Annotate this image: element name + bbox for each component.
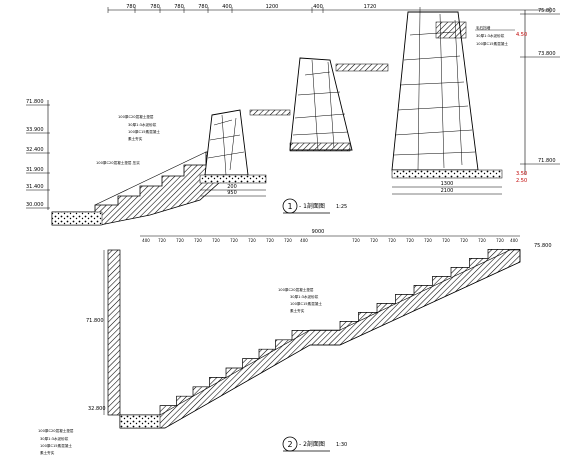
title-text: - 2剖面图 [299, 440, 325, 448]
section1-top-dimension: 780 780 780 780 400 1200 400 1720 [107, 4, 551, 13]
section-1: 780 780 780 780 400 1200 400 1720 71.800… [26, 4, 560, 226]
dim-label: 400 [300, 238, 308, 243]
elevation-label: 32.400 [26, 147, 44, 153]
elevation-label: 32.800 [88, 406, 106, 412]
dim-label: 780 [198, 4, 208, 10]
dim-label: 720 [478, 238, 486, 243]
note-text: 30厚1:3水泥砂浆 [40, 436, 69, 441]
dim-label: 720 [388, 238, 396, 243]
title-number: 1 [287, 202, 292, 211]
elevation-label: 75.800 [534, 243, 552, 249]
dim-label: 720 [284, 238, 292, 243]
note-text: 素土夯实 [40, 450, 55, 455]
note-text: 100厚C15素混凝土 [40, 443, 72, 448]
section1-stone-wall-small [204, 109, 249, 176]
note-text: 100厚C20混凝土垫层 [118, 114, 154, 119]
section1-platforms [199, 21, 503, 184]
dim-label: 720 [158, 238, 166, 243]
dim-label: 780 [126, 4, 136, 10]
red-elevation-label: 3.50 [516, 171, 527, 177]
dim-label: 720 [496, 238, 504, 243]
section2-title: 2 - 2剖面图 1:30 [282, 436, 347, 452]
section-2: 9000 400 720 720 720 720 720 720 720 720… [38, 229, 552, 455]
note-text: 素土夯实 [290, 308, 305, 313]
elevation-label: 75.800 [538, 8, 556, 14]
dim-label: 2100 [441, 188, 454, 194]
elevation-label: 33.900 [26, 127, 44, 133]
section1-notes: 毛石挡墙 30厚1:3水泥砂浆 100厚C15素混凝土 100厚C20混凝土垫层… [96, 25, 515, 165]
elevation-label: 71.800 [86, 318, 104, 324]
dim-label: 720 [212, 238, 220, 243]
note-text: 100厚C20混凝土垫层 [38, 428, 74, 433]
note-text: 100厚C20混凝土垫层 [278, 287, 314, 292]
dim-label: 720 [406, 238, 414, 243]
note-text: 30厚1:3水泥砂浆 [476, 33, 505, 38]
note-text: 素土夯实 [128, 136, 143, 141]
section1-left-elevations: 71.800 33.900 32.400 31.900 31.400 30.00… [26, 99, 50, 210]
red-elevation-label: 4.50 [516, 32, 527, 38]
elevation-label: 71.800 [26, 99, 44, 105]
note-text: 毛石挡墙 [476, 25, 491, 30]
elevation-label: 30.000 [26, 202, 44, 208]
title-scale: 1:30 [336, 442, 347, 448]
section1-stair [51, 151, 221, 226]
dim-label: 720 [442, 238, 450, 243]
elevation-label: 31.900 [26, 167, 44, 173]
title-text: - 1剖面图 [299, 202, 325, 210]
dim-label: 9000 [312, 229, 325, 235]
dim-label: 720 [352, 238, 360, 243]
dim-label: 720 [370, 238, 378, 243]
dim-label: 1200 [266, 4, 279, 10]
red-elevation-label: 2.50 [516, 178, 527, 184]
note-text: 30厚1:3水泥砂浆 [128, 122, 157, 127]
dim-label: 720 [176, 238, 184, 243]
dim-label: 1300 [441, 181, 454, 187]
dim-label: 1720 [364, 4, 377, 10]
section2-stair [119, 249, 521, 429]
section2-left-wall: 71.800 32.800 [86, 249, 121, 416]
section2-top-dimension: 9000 400 720 720 720 720 720 720 720 720… [140, 229, 520, 243]
dim-label: 400 [222, 4, 232, 10]
title-scale: 1:25 [336, 204, 347, 210]
dim-label: 720 [230, 238, 238, 243]
note-text: 100厚C15素混凝土 [476, 41, 508, 46]
section1-bottom-dimensions: 200 950 1300 2100 [200, 181, 502, 197]
dim-label: 780 [150, 4, 160, 10]
section1-stone-wall-mid [289, 57, 353, 151]
section2-notes: 75.800 100厚C20混凝土垫层 30厚1:3水泥砂浆 100厚C15素混… [38, 243, 552, 455]
note-text: 30厚1:3水泥砂浆 [290, 294, 319, 299]
dim-label: 780 [174, 4, 184, 10]
note-text: 100厚C20混凝土垫层 压实 [96, 160, 140, 165]
dim-label: 950 [227, 190, 237, 196]
dim-label: 400 [142, 238, 150, 243]
section1-right-elevations: 75.800 73.800 71.800 4.50 3.50 2.50 [516, 8, 560, 184]
elevation-label: 71.800 [538, 158, 556, 164]
dim-label: 720 [194, 238, 202, 243]
title-number: 2 [287, 440, 292, 449]
elevation-label: 73.800 [538, 51, 556, 57]
elevation-label: 31.400 [26, 184, 44, 190]
dim-label: 720 [248, 238, 256, 243]
dim-label: 200 [227, 184, 237, 190]
dim-label: 720 [460, 238, 468, 243]
dim-label: 400 [510, 238, 518, 243]
dim-label: 720 [424, 238, 432, 243]
note-text: 100厚C15素混凝土 [290, 301, 322, 306]
dim-label: 400 [313, 4, 323, 10]
section1-title: 1 - 1剖面图 1:25 [282, 198, 347, 214]
dim-label: 720 [266, 238, 274, 243]
note-text: 100厚C15素混凝土 [128, 129, 160, 134]
